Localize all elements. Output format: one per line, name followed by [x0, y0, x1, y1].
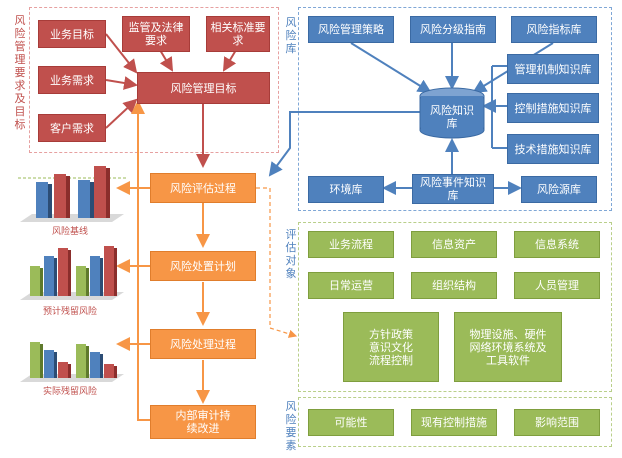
- actual-residual-caption: 实际残留风险: [42, 387, 97, 397]
- indicators-box: 风险指标库: [511, 16, 597, 43]
- treatment-plan-box: 风险处置计划: [150, 251, 256, 281]
- source-box: 风险源库: [521, 176, 597, 203]
- info-asset-box: 信息资产: [411, 231, 497, 258]
- staff-mgmt-box: 人员管理: [514, 272, 600, 299]
- expected-residual-caption: 预计残留风险: [42, 307, 97, 317]
- treatment-process-box: 风险处理过程: [150, 329, 256, 359]
- objects-group: [298, 222, 612, 392]
- mechanism-kb-box: 管理机制知识库: [507, 54, 599, 84]
- elements-section-label: 风险要素: [285, 400, 297, 452]
- physical-facilities-box: 物理设施、硬件网络环境系统及工具软件: [454, 312, 562, 382]
- tech-kb-box: 技术措施知识库: [507, 134, 599, 164]
- library-group: [298, 7, 612, 211]
- daily-ops-box: 日常运营: [308, 272, 394, 299]
- standards-box: 相关标准要求: [206, 16, 270, 52]
- environment-box: 环境库: [308, 176, 384, 203]
- event-kb-box: 风险事件知识库: [412, 174, 494, 204]
- risk-goal-box: 风险管理目标: [137, 72, 270, 104]
- info-system-box: 信息系统: [514, 231, 600, 258]
- regulation-box: 监管及法律要求: [122, 16, 190, 52]
- elements-group: [298, 397, 612, 447]
- customer-need-box: 客户需求: [38, 114, 106, 142]
- grading-box: 风险分级指南: [410, 16, 496, 43]
- business-flow-box: 业务流程: [308, 231, 394, 258]
- existing-controls-box: 现有控制措施: [411, 409, 497, 436]
- business-goal-box: 业务目标: [38, 20, 106, 48]
- audit-box: 内部审计持续改进: [150, 405, 256, 439]
- control-kb-box: 控制措施知识库: [507, 93, 599, 123]
- org-structure-box: 组织结构: [411, 272, 497, 299]
- library-section-label: 风险库: [285, 16, 297, 55]
- strategy-box: 风险管理策略: [308, 16, 394, 43]
- baseline-caption: 风险基线: [51, 227, 88, 237]
- policy-culture-box: 方针政策意识文化流程控制: [343, 312, 439, 382]
- assess-process-box: 风险评估过程: [150, 173, 256, 203]
- risk-kb-label: 风险知识库: [430, 104, 474, 130]
- requirements-section-label: 风险管理要求及目标: [14, 14, 26, 131]
- business-need-box: 业务需求: [38, 66, 106, 94]
- objects-section-label: 评估对象: [285, 228, 297, 280]
- likelihood-box: 可能性: [308, 409, 394, 436]
- impact-box: 影响范围: [514, 409, 600, 436]
- requirements-group: [29, 7, 279, 153]
